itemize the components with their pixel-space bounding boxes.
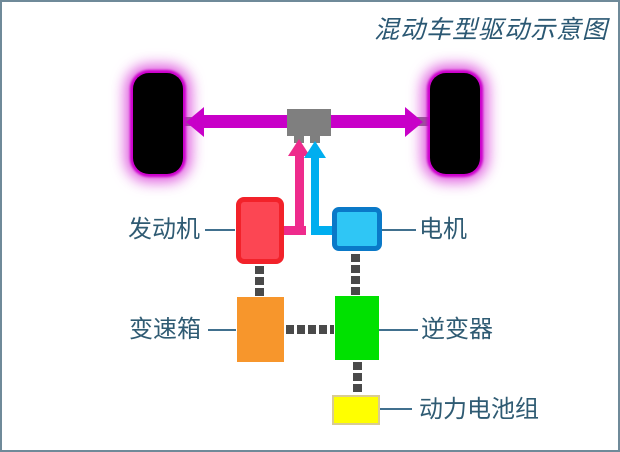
engine-label-line bbox=[205, 229, 235, 231]
motor-box bbox=[332, 207, 382, 251]
engine-power-arrow-horizontal bbox=[279, 226, 306, 235]
motor-power-arrow-horizontal bbox=[315, 226, 336, 235]
differential-stub-right bbox=[310, 134, 320, 143]
battery-label-line bbox=[380, 408, 412, 410]
right-wheel bbox=[430, 73, 480, 174]
engine-power-arrow-vertical bbox=[295, 154, 304, 235]
engine-box bbox=[236, 197, 284, 264]
diagram-title: 混动车型驱动示意图 bbox=[373, 16, 608, 44]
drive-arrow-right-head-icon bbox=[405, 107, 423, 137]
motor-inverter-link bbox=[351, 254, 360, 296]
inverter-box bbox=[335, 296, 379, 360]
drive-arrow-right-shaft bbox=[331, 115, 405, 128]
drive-arrow-left-head-icon bbox=[186, 107, 204, 137]
left-wheel bbox=[133, 73, 183, 174]
inverter-label: 逆变器 bbox=[421, 316, 493, 343]
motor-power-arrow-head-icon bbox=[304, 141, 326, 158]
gearbox-box bbox=[237, 297, 284, 362]
inverter-label-line bbox=[379, 329, 418, 331]
inverter-battery-link bbox=[353, 362, 362, 393]
gearbox-label: 变速箱 bbox=[129, 316, 201, 343]
drive-arrow-left-shaft bbox=[202, 115, 290, 128]
gearbox-inverter-link bbox=[286, 325, 334, 334]
motor-label-line bbox=[382, 229, 416, 231]
motor-label: 电机 bbox=[419, 216, 467, 243]
differential-box bbox=[287, 109, 331, 136]
engine-gearbox-link bbox=[255, 266, 264, 297]
differential-stub-left bbox=[294, 134, 304, 143]
engine-label: 发动机 bbox=[128, 216, 200, 243]
battery-box bbox=[332, 395, 380, 425]
battery-label: 动力电池组 bbox=[419, 396, 539, 423]
motor-power-arrow-vertical bbox=[311, 156, 319, 235]
gearbox-label-line bbox=[208, 329, 236, 331]
